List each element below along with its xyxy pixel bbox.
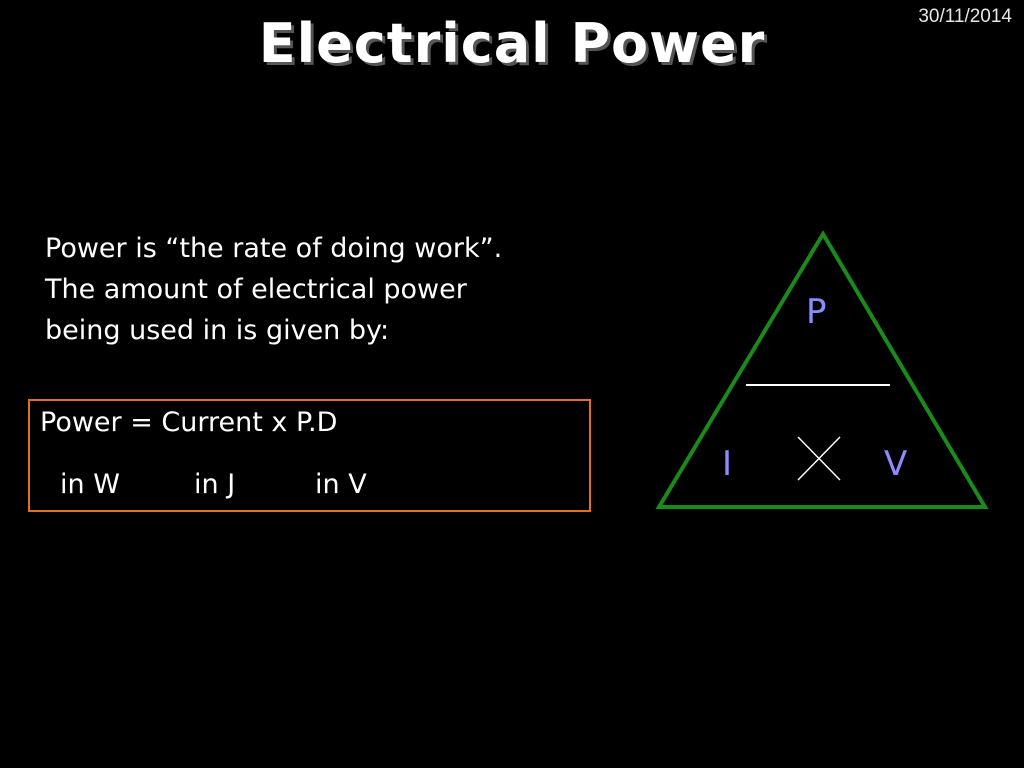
formula-box: Power = Current x P.D in W in J in V bbox=[28, 399, 591, 512]
intro-text: Power is “the rate of doing work”. The a… bbox=[45, 228, 605, 351]
triangle-outline bbox=[655, 230, 989, 509]
slide-date: 30/11/2014 bbox=[918, 6, 1012, 27]
slide-title: Electrical Power bbox=[258, 12, 766, 75]
triangle-letter-v: V bbox=[884, 444, 908, 484]
formula-text: Power = Current x P.D bbox=[40, 407, 338, 438]
unit-power: in W bbox=[60, 469, 120, 500]
intro-line-2: The amount of electrical power bbox=[45, 274, 467, 305]
intro-line-3: being used in is given by: bbox=[45, 315, 390, 346]
triangle-letter-i: I bbox=[722, 444, 733, 484]
unit-current: in J bbox=[194, 469, 236, 500]
formula-triangle bbox=[655, 230, 989, 509]
triangle-letter-p: P bbox=[806, 292, 827, 332]
unit-pd: in V bbox=[315, 469, 367, 500]
intro-line-1: Power is “the rate of doing work”. bbox=[45, 233, 503, 264]
multiply-cross-b bbox=[797, 436, 841, 481]
